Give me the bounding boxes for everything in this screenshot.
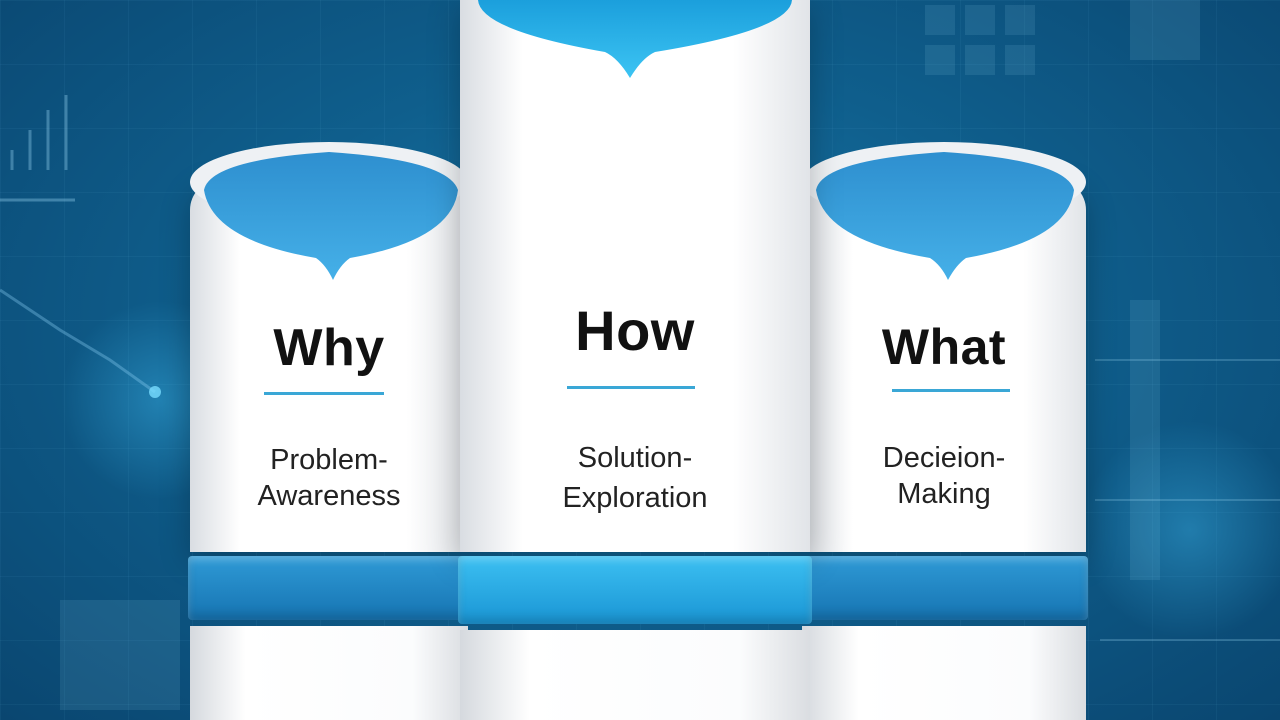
title-underline	[264, 392, 384, 395]
pillar-subtitle-line1: Problem-	[270, 444, 388, 476]
pillar-band	[800, 556, 1088, 620]
pillar-subtitle-line1: Solution-	[577, 442, 693, 474]
funnel-cup	[802, 142, 1086, 280]
pillar-subtitle-line2: Making	[897, 478, 991, 510]
pillar-title: How	[575, 299, 695, 362]
pillar-base	[802, 626, 1086, 720]
pillar-subtitle-line2: Exploration	[562, 482, 708, 514]
pillar-how: How Solution- Exploration	[458, 0, 812, 720]
pillar-base	[190, 626, 468, 720]
pillar-what: What Decieion- Making	[800, 140, 1088, 720]
background-glow	[1080, 420, 1280, 640]
pillar-subtitle-line1: Decieion-	[882, 442, 1006, 474]
funnel-cup	[190, 142, 468, 280]
pillar-body	[460, 0, 810, 552]
title-underline	[892, 389, 1010, 392]
pillar-band	[188, 556, 470, 620]
pillar-subtitle-line2: Awareness	[257, 480, 401, 512]
pillar-band	[458, 556, 812, 624]
funnel-cup	[478, 0, 792, 78]
title-underline	[567, 386, 695, 389]
pillar-title: What	[881, 319, 1007, 375]
pillar-base	[460, 630, 810, 720]
pillar-why: Why Problem- Awareness	[188, 140, 470, 720]
pillar-title: Why	[273, 319, 385, 377]
